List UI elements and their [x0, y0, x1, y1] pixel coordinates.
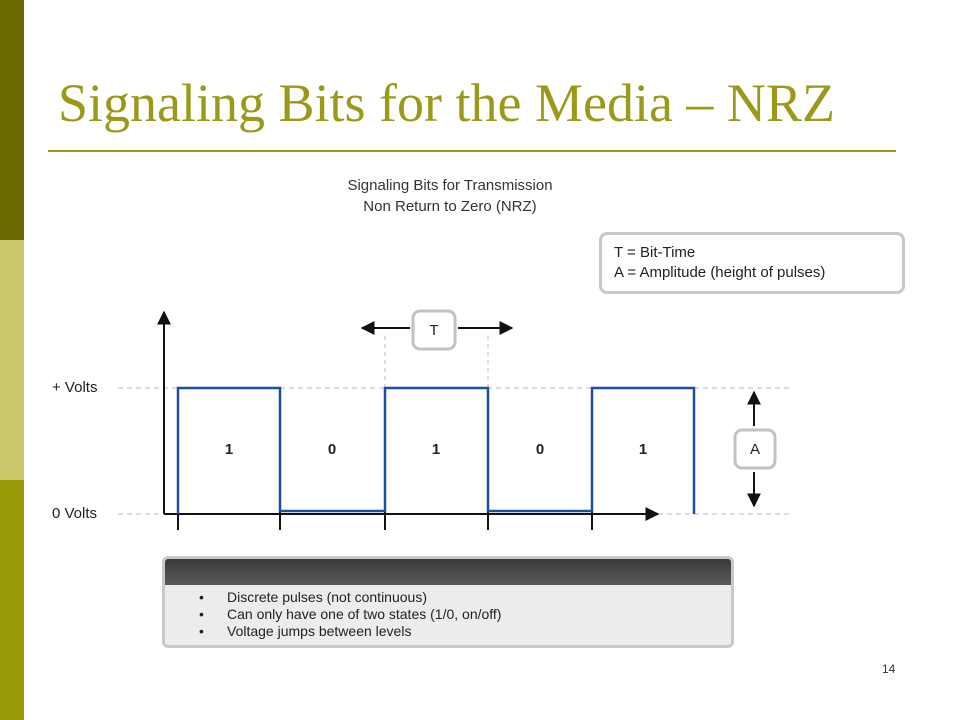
bullet-icon: •: [199, 589, 204, 605]
info-item: • Can only have one of two states (1/0, o…: [165, 606, 731, 623]
info-box: • Discrete pulses (not continuous) • Can o…: [162, 556, 734, 648]
info-item-text: Discrete pulses (not continuous): [227, 589, 427, 605]
bullet-icon: •: [199, 606, 204, 622]
sidebar-accent-top: [0, 0, 24, 240]
sidebar-accent-bottom: [0, 480, 24, 720]
a-marker-box: [733, 428, 777, 470]
t-marker-box: [411, 309, 457, 351]
legend-bit-time: T = Bit-Time: [614, 244, 696, 261]
bit-label: 1: [639, 441, 647, 458]
page-number: 14: [882, 662, 896, 676]
slide-title: Signaling Bits for the Media – NRZ: [58, 73, 835, 133]
diagram-title-line1: Signaling Bits for Transmission: [347, 177, 553, 194]
info-box-header: [165, 559, 731, 585]
title-underline: [48, 150, 896, 152]
bit-label: 1: [432, 441, 440, 458]
nrz-signal-line: [176, 386, 696, 514]
info-item-text: Voltage jumps between levels: [227, 623, 412, 639]
info-list: • Discrete pulses (not continuous) • Can o…: [165, 585, 731, 640]
diagram-title: Signaling Bits for Transmission Non Retu…: [250, 175, 650, 217]
y-label-low: 0 Volts: [52, 505, 98, 522]
a-marker-label: A: [750, 441, 760, 458]
info-item: • Discrete pulses (not continuous): [165, 589, 731, 606]
diagram-title-line2: Non Return to Zero (NRZ): [363, 198, 537, 215]
bit-label: 0: [328, 441, 336, 458]
bit-label: 1: [225, 441, 233, 458]
t-marker-label: T: [429, 322, 438, 339]
bit-label: 0: [536, 441, 544, 458]
info-item: • Voltage jumps between levels: [165, 623, 731, 640]
sidebar-accent-middle: [0, 240, 24, 480]
info-item-text: Can only have one of two states (1/0, on…: [227, 606, 502, 622]
legend-box: T = Bit-Time A = Amplitude (height of pu…: [599, 232, 905, 294]
y-label-high: + Volts: [52, 379, 98, 396]
bullet-icon: •: [199, 623, 204, 639]
legend-amplitude: A = Amplitude (height of pulses): [614, 264, 826, 281]
